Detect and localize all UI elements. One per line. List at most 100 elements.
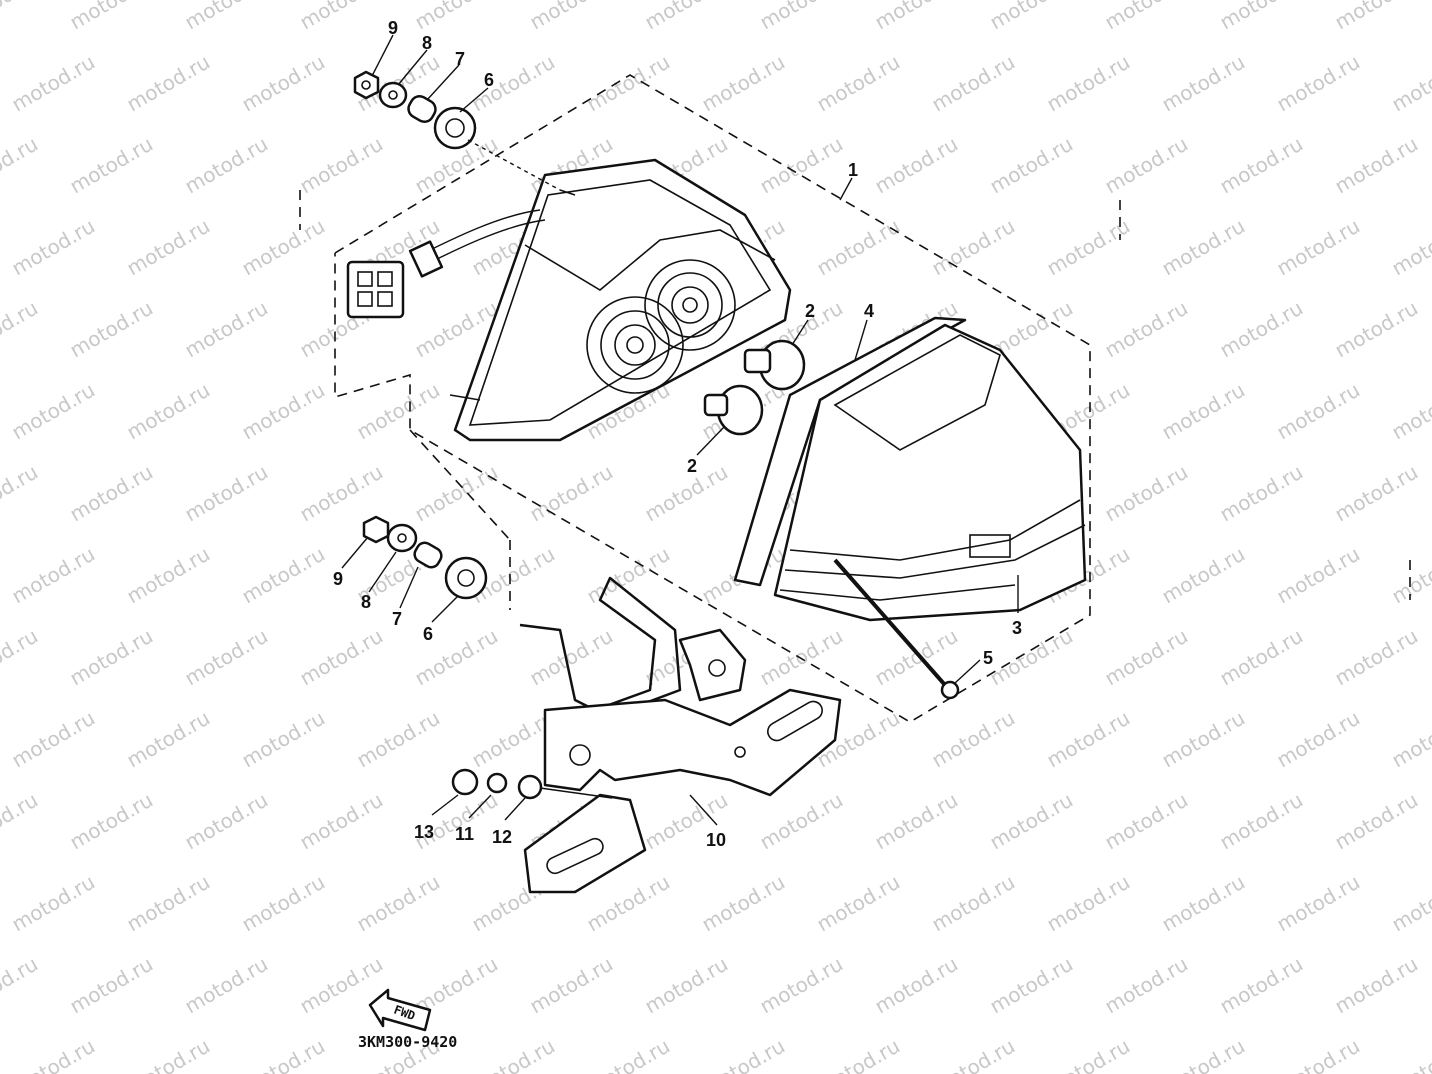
watermark-text: motod.ru (181, 0, 272, 34)
watermark-text: motod.ru (1388, 214, 1432, 281)
watermark-text: motod.ru (1331, 0, 1422, 34)
watermark-text: motod.ru (1388, 50, 1432, 117)
watermark-text: motod.ru (526, 952, 617, 1019)
callout-11: 11 (455, 824, 474, 844)
watermark-text: motod.ru (238, 870, 329, 937)
watermark-text: motod.ru (1273, 542, 1364, 609)
watermark-text: motod.ru (0, 952, 42, 1019)
watermark-text: motod.ru (986, 788, 1077, 855)
watermark-text: motod.ru (986, 132, 1077, 199)
watermark-text: motod.ru (871, 952, 962, 1019)
watermark-text: motod.ru (1158, 706, 1249, 773)
watermark-text: motod.ru (928, 1034, 1019, 1074)
watermark-text: motod.ru (1043, 870, 1134, 937)
watermark-text: motod.ru (0, 624, 42, 691)
watermark-text: motod.ru (698, 1034, 789, 1074)
watermark-text: motod.ru (1216, 296, 1307, 363)
watermark-text: motod.ru (8, 214, 99, 281)
watermark-text: motod.ru (1331, 624, 1422, 691)
watermark-text: motod.ru (8, 542, 99, 609)
connector-plug (346, 260, 405, 319)
watermark-text: motod.ru (1158, 542, 1249, 609)
watermark-text: motod.ru (1043, 1034, 1134, 1074)
callout-13: 13 (414, 822, 434, 842)
watermark-text: motod.ru (698, 870, 789, 937)
watermark-text: motod.ru (238, 542, 329, 609)
watermark-text: motod.ru (871, 132, 962, 199)
watermark-text: motod.ru (66, 952, 157, 1019)
watermark-text: motod.ru (1388, 1034, 1432, 1074)
callout-8-lower: 8 (361, 592, 371, 612)
plain-washer-12 (517, 774, 543, 800)
callout-7-lower: 7 (392, 609, 402, 629)
fwd-label: FWD (392, 1003, 417, 1024)
callout-1: 1 (848, 160, 858, 180)
watermark-text: motod.ru (1388, 706, 1432, 773)
watermark-text: motod.ru (123, 870, 214, 937)
watermark-text: motod.ru (1043, 706, 1134, 773)
watermark-text: motod.ru (756, 624, 847, 691)
watermark-text: motod.ru (928, 706, 1019, 773)
watermark-text: motod.ru (1101, 952, 1192, 1019)
grommet-lower (444, 556, 488, 600)
watermark-text: motod.ru (353, 870, 444, 937)
watermark-text: motod.ru (1216, 0, 1307, 34)
spring-washer-11 (486, 772, 508, 794)
nut-13 (451, 768, 479, 796)
watermark-text: motod.ru (1216, 952, 1307, 1019)
callout-4: 4 (864, 301, 874, 321)
callouts: 9 8 7 6 1 2 4 2 9 8 7 6 3 5 13 11 12 10 (333, 18, 1022, 850)
leader-lines (341, 34, 1019, 826)
watermark-text: motod.ru (238, 50, 329, 117)
watermark-text: motod.ru (698, 50, 789, 117)
callout-5: 5 (983, 648, 993, 668)
watermark-text: motod.ru (296, 460, 387, 527)
lens-gasket (733, 316, 967, 587)
watermark-text: motod.ru (181, 788, 272, 855)
watermark-text: motod.ru (353, 706, 444, 773)
stud-line-upper (467, 139, 561, 191)
watermark-text: motod.ru (986, 0, 1077, 34)
callout-2-upper: 2 (805, 301, 815, 321)
watermark-text: motod.ru (123, 378, 214, 445)
watermark-text: motod.ru (238, 706, 329, 773)
watermark-text: motod.ru (1273, 706, 1364, 773)
washer-lower (386, 523, 418, 553)
tail-light-lens (773, 323, 1087, 622)
callout-7-upper: 7 (455, 49, 465, 69)
watermark-text: motod.ru (526, 0, 617, 34)
grommet-upper (433, 106, 477, 150)
diagram-code: 3KM300-9420 (358, 1033, 457, 1051)
lens-screw (833, 558, 960, 700)
watermark-text: motod.ru (123, 706, 214, 773)
watermark-text: motod.ru (1043, 50, 1134, 117)
watermark-text: motod.ru (1331, 788, 1422, 855)
watermark-text: motod.ru (641, 952, 732, 1019)
watermark-text: motod.ru (583, 50, 674, 117)
watermark-text: motod.ru (986, 952, 1077, 1019)
nut-upper (353, 70, 380, 100)
watermark-text: motod.ru (123, 542, 214, 609)
watermark-text: motod.ru (1331, 132, 1422, 199)
watermark-text: motod.ru (526, 460, 617, 527)
callout-2-lower: 2 (687, 456, 697, 476)
watermark-text: motod.ru (1331, 296, 1422, 363)
watermark-text: motod.ru (181, 296, 272, 363)
assembly-outline (299, 74, 1411, 723)
watermark-text: motod.ru (1331, 460, 1422, 527)
watermark-text: motod.ru (1158, 50, 1249, 117)
watermark-text: motod.ru (756, 952, 847, 1019)
watermark-text: motod.ru (1216, 132, 1307, 199)
watermark-text: motod.ru (8, 870, 99, 937)
watermark-text: motod.ru (1158, 378, 1249, 445)
watermark-text: motod.ru (1101, 460, 1192, 527)
watermark-text: motod.ru (813, 1034, 904, 1074)
wire-harness (408, 209, 546, 278)
watermark-text: motod.ru (1216, 460, 1307, 527)
watermark-text: motod.ru (1101, 624, 1192, 691)
watermark-text: motod.ru (181, 952, 272, 1019)
mounting-bracket (519, 576, 842, 894)
callout-9-lower: 9 (333, 569, 343, 589)
watermark-text: motod.ru (238, 378, 329, 445)
